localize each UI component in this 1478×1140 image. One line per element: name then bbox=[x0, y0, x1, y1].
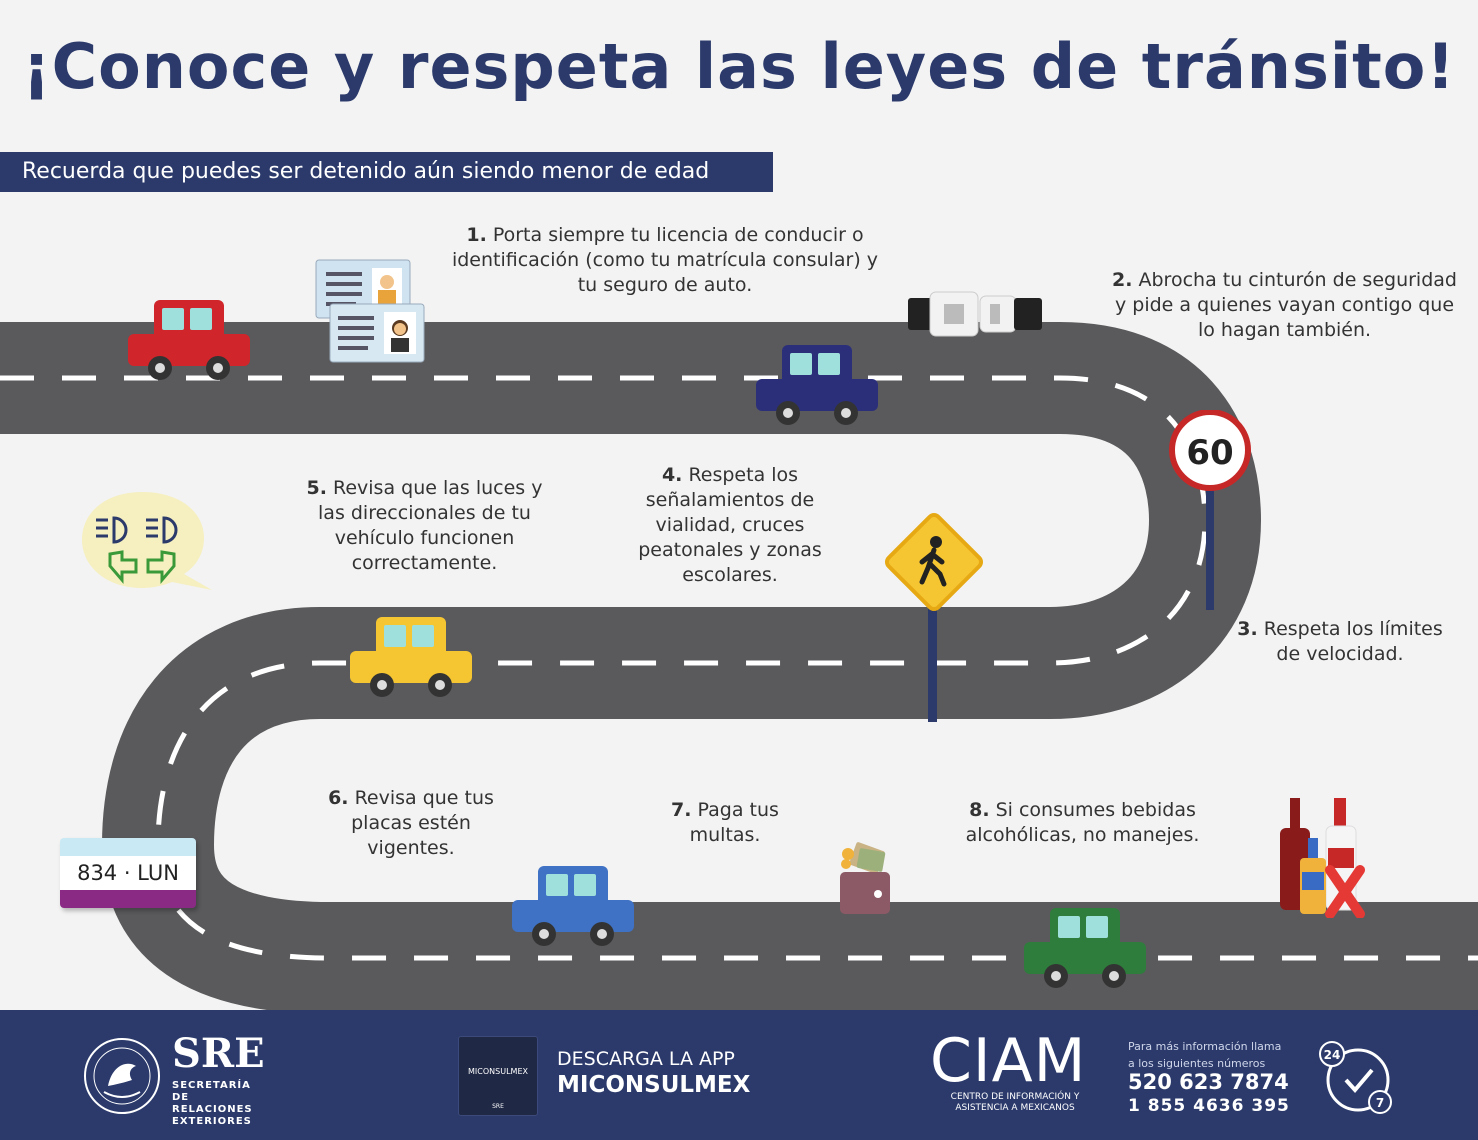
speed-limit-value: 60 bbox=[1186, 433, 1233, 473]
navy-car bbox=[756, 345, 878, 425]
green-car bbox=[1024, 908, 1146, 988]
info-text: Para más información llama a los siguien… bbox=[1128, 1040, 1282, 1070]
license-icon bbox=[315, 259, 425, 363]
page-title: ¡Conoce y respeta las leyes de tránsito! bbox=[22, 30, 1456, 103]
app-name: MICONSULMEX bbox=[557, 1072, 751, 1098]
alcohol-bottles-icon bbox=[1280, 798, 1365, 918]
speed-limit-sign-icon: 60 bbox=[1169, 410, 1251, 610]
mexico-seal-icon bbox=[84, 1038, 160, 1114]
tip-6: 6. Revisa que tus placas estén vigentes. bbox=[328, 787, 494, 859]
tip-2: 2. Abrocha tu cinturón de seguridad y pi… bbox=[1112, 269, 1457, 341]
license-plate-icon: 834 · LUN bbox=[60, 838, 196, 908]
tip-1: 1. Porta siempre tu licencia de conducir… bbox=[451, 224, 879, 296]
tip-7: 7. Paga tus multas. bbox=[671, 799, 779, 846]
ciam-subtitle: CENTRO DE INFORMACIÓN Y ASISTENCIA A MEX… bbox=[950, 1092, 1080, 1113]
clock-24-7-icon: 24 7 bbox=[1319, 1041, 1392, 1114]
phone-number-1[interactable]: 520 623 7874 bbox=[1128, 1070, 1289, 1094]
plate-text: 834 · LUN bbox=[60, 856, 196, 890]
yellow-car bbox=[350, 617, 472, 697]
sre-subtitle: SECRETARÍA DE RELACIONES EXTERIORES bbox=[172, 1080, 253, 1127]
tip-5: 5. Revisa que las luces y las direcciona… bbox=[306, 477, 543, 574]
blue-car bbox=[512, 866, 634, 946]
miconsulmex-app-icon[interactable]: MICONSULMEX SRE bbox=[458, 1036, 538, 1116]
download-label: DESCARGA LA APP bbox=[557, 1048, 735, 1070]
seatbelt-icon bbox=[908, 291, 1042, 337]
svg-text:7: 7 bbox=[1376, 1096, 1384, 1110]
ciam-logo: CIAM bbox=[930, 1026, 1087, 1096]
svg-text:24: 24 bbox=[1324, 1048, 1341, 1062]
wallet-icon bbox=[840, 842, 890, 914]
tip-4: 4. Respeta los señalamientos de vialidad… bbox=[638, 464, 822, 586]
headlights-icon bbox=[82, 492, 212, 590]
tip-8: 8. Si consumes bebidas alcohólicas, no m… bbox=[965, 799, 1200, 846]
footer: SRE SECRETARÍA DE RELACIONES EXTERIORES … bbox=[0, 1010, 1478, 1140]
subtitle-banner: Recuerda que puedes ser detenido aún sie… bbox=[0, 152, 773, 192]
sre-logo: SRE bbox=[172, 1030, 265, 1077]
tip-3: 3. Respeta los límites de velocidad. bbox=[1237, 618, 1443, 665]
pedestrian-sign-icon bbox=[884, 512, 984, 722]
phone-number-2[interactable]: 1 855 4636 395 bbox=[1128, 1096, 1290, 1116]
red-car bbox=[128, 300, 250, 380]
